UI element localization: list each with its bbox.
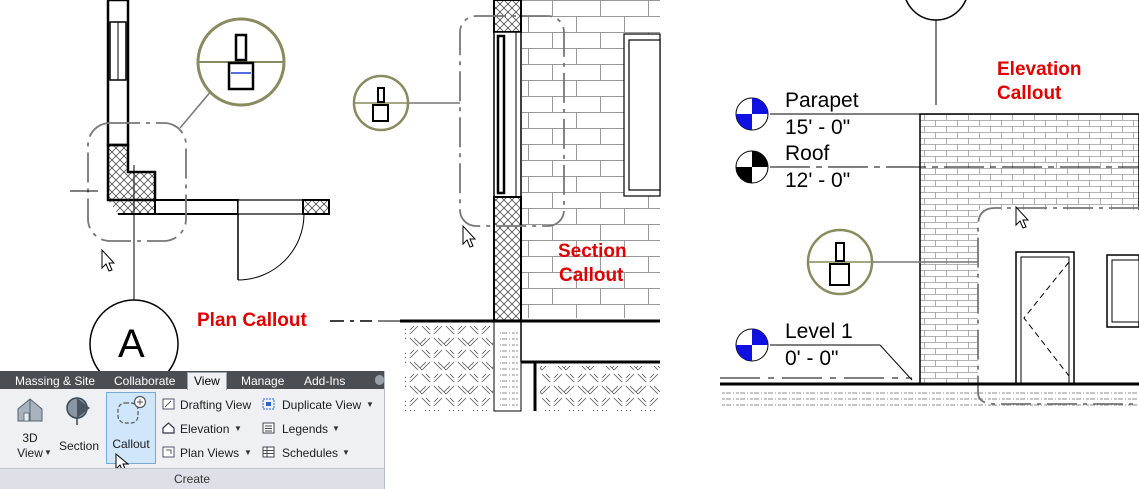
legends-button[interactable]: Legends ▼ — [262, 421, 380, 437]
section-callout-drawing — [352, 0, 661, 412]
legends-icon — [262, 422, 275, 434]
elevation-callout-label-line1: Elevation — [997, 59, 1082, 80]
level-name-level-1: Level 1 — [785, 320, 853, 343]
section-callout-label-line1: Section — [558, 241, 627, 262]
schedules-button[interactable]: Schedules ▼ — [262, 445, 380, 461]
3d-view-label-line1: 3D — [22, 431, 38, 445]
ribbon-panel: Massing & Site Collaborate View Manage A… — [0, 371, 385, 489]
level-elevation-parapet: 15' - 0" — [785, 116, 851, 139]
elevation-callout-drawing — [720, 0, 1139, 406]
elevation-callout-label-line2: Callout — [997, 83, 1062, 104]
duplicate-view-label: Duplicate View — [282, 398, 362, 412]
duplicate-view-icon — [262, 398, 275, 410]
plan-views-icon — [162, 446, 175, 458]
elevation-button[interactable]: Elevation ▼ — [162, 421, 258, 437]
callout-label: Callout — [112, 437, 150, 451]
tab-collaborate[interactable]: Collaborate — [114, 374, 176, 388]
plan-callout-drawing — [70, 0, 440, 389]
plan-views-label: Plan Views — [180, 446, 240, 460]
level-name-parapet: Parapet — [785, 89, 859, 112]
create-panel-label: Create — [0, 468, 384, 489]
chevron-down-icon: ▼ — [44, 448, 52, 457]
ribbon-options-icon[interactable] — [375, 375, 384, 385]
chevron-down-icon: ▼ — [234, 424, 242, 433]
level-elevation-level-1: 0' - 0" — [785, 347, 839, 370]
house-3d-icon — [17, 398, 43, 422]
drafting-view-icon — [162, 398, 175, 410]
tab-manage[interactable]: Manage — [241, 374, 285, 388]
section-callout-label-line2: Callout — [559, 265, 624, 286]
level-marker-level-1 — [735, 328, 769, 362]
duplicate-view-button[interactable]: Duplicate View ▼ — [262, 397, 380, 413]
elevation-label: Elevation — [180, 422, 230, 436]
section-icon — [66, 397, 90, 425]
callout-button[interactable]: Callout — [106, 392, 156, 473]
level-marker-roof — [735, 150, 769, 184]
tab-add-ins[interactable]: Add-Ins — [304, 374, 346, 388]
section-button[interactable]: Section — [56, 393, 102, 465]
callout-icon — [117, 395, 147, 424]
chevron-down-icon: ▼ — [366, 400, 374, 409]
section-label: Section — [58, 439, 100, 453]
elevation-icon — [162, 422, 175, 434]
level-marker-parapet — [735, 97, 769, 131]
3d-view-label-line2: View — [17, 446, 43, 460]
drafting-view-button[interactable]: Drafting View — [162, 397, 258, 413]
schedules-icon — [262, 446, 275, 458]
level-name-roof: Roof — [785, 142, 830, 165]
chevron-down-icon: ▼ — [332, 424, 340, 433]
tab-view[interactable]: View — [187, 372, 227, 390]
drafting-view-label: Drafting View — [180, 398, 252, 412]
chevron-down-icon: ▼ — [244, 448, 252, 457]
tab-massing-site[interactable]: Massing & Site — [15, 374, 96, 388]
ribbon-tab-bar: Massing & Site Collaborate View Manage A… — [0, 371, 384, 390]
3d-view-button[interactable]: 3D View ▼ — [10, 393, 52, 465]
chevron-down-icon: ▼ — [342, 448, 350, 457]
plan-callout-label: Plan Callout — [197, 310, 307, 331]
level-elevation-roof: 12' - 0" — [785, 169, 851, 192]
view-tag-label: A — [118, 322, 145, 366]
plan-views-button[interactable]: Plan Views ▼ — [162, 445, 258, 461]
schedules-label: Schedules — [282, 446, 339, 460]
legends-label: Legends — [282, 422, 329, 436]
